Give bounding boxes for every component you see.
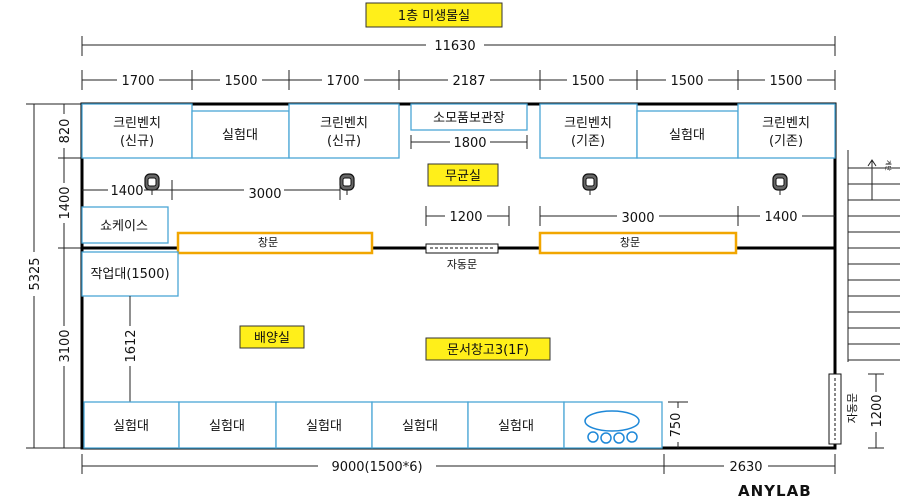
archive-room-tag: 문서창고3(1F) <box>425 337 551 361</box>
dim-1700-b: 1700 <box>326 74 359 89</box>
dim-aseptic-row: 1400 3000 1200 3000 1400 <box>82 180 835 226</box>
page-title: 1층 미생물실 <box>398 9 470 24</box>
svg-text:실험대: 실험대 <box>209 419 245 434</box>
dim-5325: 5325 <box>28 257 43 290</box>
clean-bench-new-1: 크린벤치 (신규) <box>81 103 193 159</box>
clean-bench-new-2: 크린벤치 (신규) <box>288 103 400 159</box>
workbench: 작업대(1500) <box>81 251 179 297</box>
svg-text:750: 750 <box>669 413 684 438</box>
dim-750: 750 <box>664 401 688 448</box>
svg-text:실험대: 실험대 <box>113 419 149 434</box>
lab-bench-bottom-1: 실험대 <box>83 401 180 449</box>
svg-text:배양실: 배양실 <box>254 331 290 346</box>
dim-3000-b: 3000 <box>621 211 654 226</box>
svg-text:크린벤치: 크린벤치 <box>320 116 368 131</box>
dim-3100: 3100 <box>58 329 73 362</box>
lab-bench-bottom-2: 실험대 <box>178 401 277 449</box>
dim-2187: 2187 <box>452 74 485 89</box>
dim-1400-vertical: 1400 <box>58 186 73 219</box>
dim-total-width: 11630 <box>81 36 836 56</box>
culture-room-tag: 배양실 <box>239 325 305 349</box>
showcase: 쇼케이스 <box>81 206 169 244</box>
svg-text:실험대: 실험대 <box>498 419 534 434</box>
svg-text:1612: 1612 <box>124 329 139 362</box>
dim-1200-vertical: 1200 <box>866 373 886 449</box>
auto-door-interior: 자동문 <box>425 243 499 271</box>
window-right: 창문 <box>538 231 738 255</box>
dim-1500-d: 1500 <box>769 74 802 89</box>
stairs: 계단 <box>847 150 900 362</box>
supply-storage: 소모품보관장 1800 <box>410 103 528 151</box>
svg-text:실험대: 실험대 <box>222 128 258 143</box>
dim-1800: 1800 <box>453 136 486 151</box>
svg-text:1200: 1200 <box>870 394 885 427</box>
svg-text:자동문: 자동문 <box>846 393 859 423</box>
stairs-label: 계단 <box>884 160 892 172</box>
svg-text:무균실: 무균실 <box>445 169 481 184</box>
dim-1200-a: 1200 <box>449 210 482 225</box>
dim-1500-a: 1500 <box>224 74 257 89</box>
svg-text:자동문: 자동문 <box>447 258 477 271</box>
svg-text:작업대(1500): 작업대(1500) <box>90 267 169 282</box>
svg-text:(기존): (기존) <box>571 134 605 149</box>
auto-door-exterior: 자동문 <box>828 373 859 445</box>
svg-text:(신규): (신규) <box>120 134 154 149</box>
lab-bench-bottom-4: 실험대 <box>371 401 469 449</box>
title-tag: 1층 미생물실 <box>365 2 503 28</box>
dim-3000-a: 3000 <box>248 187 281 202</box>
dim-1400-b: 1400 <box>764 210 797 225</box>
aseptic-room-tag: 무균실 <box>427 163 499 187</box>
lab-bench-top-1: 실험대 <box>191 110 290 159</box>
svg-text:실험대: 실험대 <box>402 419 438 434</box>
svg-text:크린벤치: 크린벤치 <box>564 116 612 131</box>
svg-text:실험대: 실험대 <box>306 419 342 434</box>
svg-text:쇼케이스: 쇼케이스 <box>100 219 148 234</box>
svg-text:(기존): (기존) <box>769 134 803 149</box>
window-left: 창문 <box>176 231 374 255</box>
svg-text:창문: 창문 <box>258 236 278 249</box>
svg-text:소모품보관장: 소모품보관장 <box>433 111 505 126</box>
svg-text:창문: 창문 <box>620 236 640 249</box>
dim-1400-a: 1400 <box>110 184 143 199</box>
lab-bench-bottom-5: 실험대 <box>467 401 565 449</box>
lab-bench-bottom-3: 실험대 <box>275 401 373 449</box>
dim-2630: 2630 <box>729 460 762 475</box>
clean-bench-old-2: 크린벤치 (기존) <box>737 103 836 159</box>
dim-1700-a: 1700 <box>121 74 154 89</box>
dim-1612: 1612 <box>120 296 140 403</box>
dim-left: 5325 820 1400 3100 <box>24 103 88 449</box>
anylab-logo: ANYLAB <box>738 482 812 500</box>
dim-total-width-label: 11630 <box>434 39 475 54</box>
chair-icon <box>339 173 355 195</box>
dim-1500-c: 1500 <box>670 74 703 89</box>
svg-text:문서창고3(1F): 문서창고3(1F) <box>447 343 529 358</box>
dim-segments: 1700 1500 1700 2187 1500 1500 1500 <box>81 70 836 90</box>
clean-bench-old-1: 크린벤치 (기존) <box>539 103 638 159</box>
dim-1500-b: 1500 <box>571 74 604 89</box>
dim-bottom: 9000(1500*6) 2630 <box>81 454 836 475</box>
chair-icon <box>582 173 598 195</box>
svg-text:크린벤치: 크린벤치 <box>113 116 161 131</box>
meeting-table-icon <box>584 410 640 444</box>
dim-9000: 9000(1500*6) <box>331 460 422 475</box>
svg-text:크린벤치: 크린벤치 <box>762 116 810 131</box>
chair-icon <box>144 173 160 195</box>
svg-text:(신규): (신규) <box>327 134 361 149</box>
dim-820: 820 <box>58 119 73 144</box>
chair-icon <box>772 173 788 195</box>
svg-text:실험대: 실험대 <box>669 128 705 143</box>
lab-bench-top-2: 실험대 <box>636 110 739 159</box>
